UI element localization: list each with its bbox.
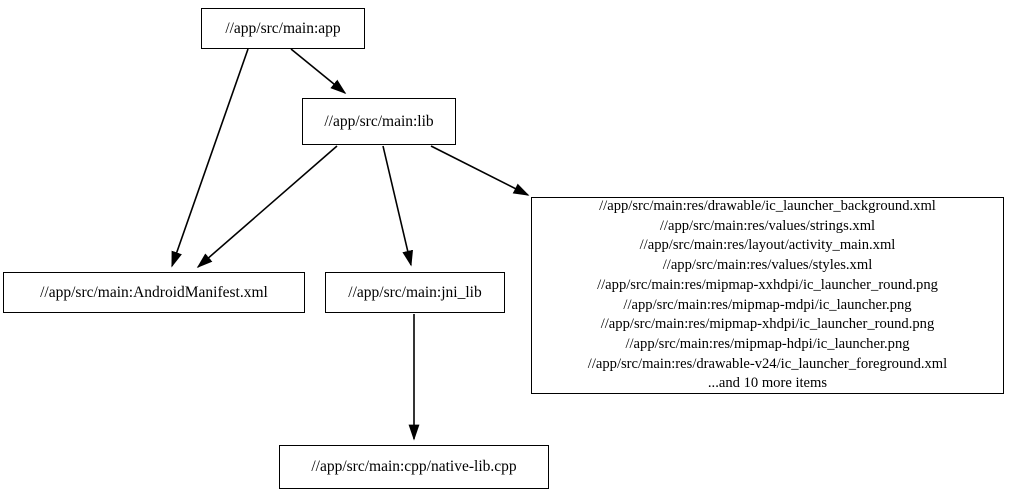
graph-node-lib-label: //app/src/main:lib: [324, 112, 434, 130]
graph-node-res-files-label: //app/src/main:res/drawable/ic_launcher_…: [587, 197, 948, 392]
graph-node-res-files[interactable]: //app/src/main:res/drawable/ic_launcher_…: [531, 197, 1004, 394]
graph-node-native-lib-cpp-label: //app/src/main:cpp/native-lib.cpp: [311, 458, 517, 476]
graph-node-app[interactable]: //app/src/main:app: [201, 8, 365, 49]
edge-lib-to-jni-lib: [382, 145, 413, 267]
graph-node-android-manifest[interactable]: //app/src/main:AndroidManifest.xml: [3, 272, 305, 313]
edge-app-to-manifest: [171, 48, 249, 268]
edge-app-to-lib: [290, 48, 347, 95]
graph-node-native-lib-cpp[interactable]: //app/src/main:cpp/native-lib.cpp: [279, 445, 549, 489]
edge-lib-to-manifest: [196, 145, 338, 269]
graph-node-lib[interactable]: //app/src/main:lib: [302, 98, 456, 145]
graph-node-app-label: //app/src/main:app: [225, 19, 341, 37]
graph-node-android-manifest-label: //app/src/main:AndroidManifest.xml: [40, 283, 268, 301]
graph-node-jni-lib[interactable]: //app/src/main:jni_lib: [325, 272, 505, 313]
graph-node-jni-lib-label: //app/src/main:jni_lib: [348, 283, 482, 301]
edge-lib-to-res-files: [430, 145, 530, 196]
